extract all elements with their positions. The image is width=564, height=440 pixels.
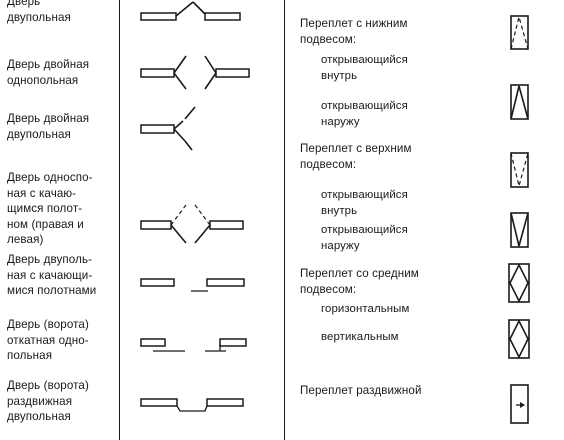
- door-double-double-leaf-symbol: [140, 106, 196, 151]
- label-sash-bottom-outward: открывающийся наружу: [321, 100, 408, 128]
- label-door-swinging-double: Дверь двуполь- ная с качающи- мися полот…: [7, 253, 97, 297]
- label-sash-center-hung: Переплет со средним подвесом:: [300, 267, 419, 296]
- sash-center-hung-horizontal-symbol: [508, 263, 530, 303]
- label-door-sliding-double: Дверь (ворота) раздвижная двупольная: [7, 379, 89, 423]
- label-sash-top-outward: открывающийся наружу: [321, 224, 408, 252]
- sash-bottom-hung-outward-symbol: [510, 84, 529, 120]
- label-sash-sliding: Переплет раздвижной: [300, 384, 422, 397]
- sash-top-hung-outward-symbol: [510, 212, 529, 248]
- label-sash-center-horizontal: горизонтальным: [321, 303, 410, 315]
- door-sliding-single-symbol: [140, 338, 247, 352]
- label-sash-bottom-inward: открывающийся внутрь: [321, 54, 408, 82]
- label-door-double-leaf: Дверь двупольная: [7, 0, 71, 24]
- door-swinging-double-symbol: [140, 278, 245, 292]
- door-double-single-leaf-symbol: [140, 55, 250, 90]
- sash-top-hung-inward-symbol: [510, 152, 529, 188]
- door-swinging-single-symbol: [140, 204, 244, 244]
- label-sash-top-inward: открывающийся внутрь: [321, 189, 408, 217]
- sash-sliding-symbol: [510, 384, 529, 424]
- label-sash-bottom-hung: Переплет с нижним подвесом:: [300, 17, 408, 46]
- label-door-double-single-leaf: Дверь двойная однопольная: [7, 58, 90, 87]
- label-sash-center-vertical: вертикальным: [321, 331, 399, 343]
- label-door-sliding-single: Дверь (ворота) откатная одно- польная: [7, 318, 89, 362]
- label-door-double-double-leaf: Дверь двойная двупольная: [7, 112, 90, 141]
- sash-center-hung-vertical-symbol: [508, 319, 530, 359]
- sash-bottom-hung-inward-symbol: [510, 14, 529, 50]
- column-rule: [284, 0, 285, 440]
- column-rule: [119, 0, 120, 440]
- door-sliding-double-symbol: [140, 398, 244, 412]
- label-door-swinging-single: Дверь односпо- ная с качаю- щимся полот-…: [7, 171, 93, 246]
- door-double-leaf-symbol: [140, 1, 241, 21]
- label-sash-top-hung: Переплет с верхним подвесом:: [300, 142, 412, 171]
